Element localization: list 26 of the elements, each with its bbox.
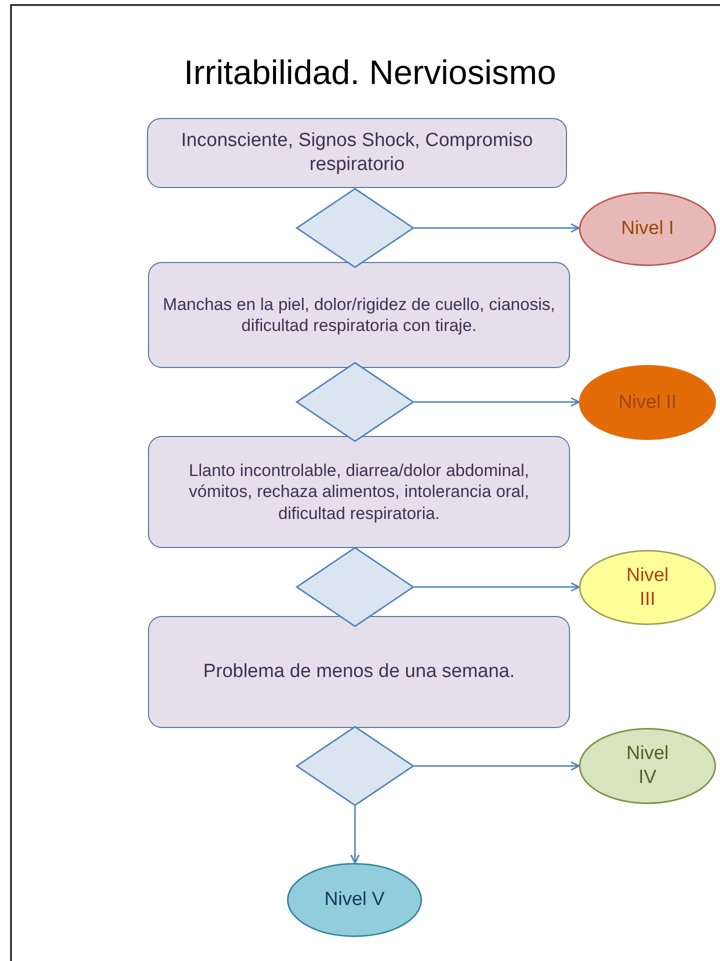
box-text: Manchas en la piel, dolor/rigidez de cuello, cianosis, dificultad respiratoria con tiraje. [162,294,556,336]
level-label: Nivel IV [625,742,670,790]
level-ellipse [579,365,716,440]
level-ellipse [579,192,716,266]
level-ellipse [579,550,716,625]
arrow [414,582,580,592]
process-box [148,616,570,728]
level-ellipse [579,728,716,804]
diagram-title: Irritabilidad. Nerviosismo [182,54,558,93]
decision-diamond [296,362,414,442]
arrow [414,223,580,233]
level-ellipse [287,863,422,937]
arrow [414,397,580,407]
process-box [148,436,570,548]
process-box [147,118,567,188]
box-text: Inconsciente, Signos Shock, Compromiso respiratorio [180,129,534,177]
level-label: Nivel III [625,564,670,612]
arrow [350,806,360,864]
box-text: Problema de menos de una semana. [203,660,515,684]
arrow [414,761,580,771]
level-label: Nivel I [621,217,674,241]
level-label: Nivel II [618,390,677,414]
level-label: Nivel V [324,888,385,912]
box-text: Llanto incontrolable, diarrea/dolor abdominal, vómitos, rechaza alimentos, intolerancia oral, dificultad respiratoria. [188,460,530,524]
decision-diamond [296,726,414,806]
process-box [148,262,570,368]
